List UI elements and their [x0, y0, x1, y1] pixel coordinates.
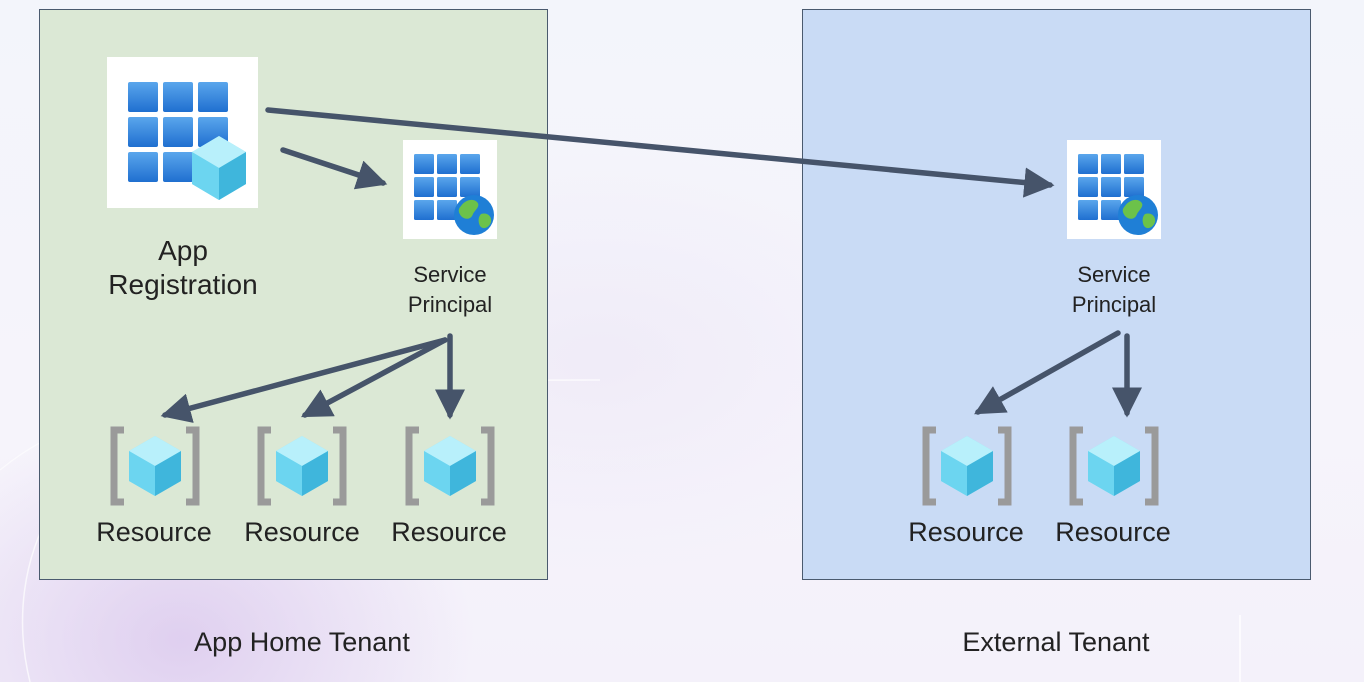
resource-label: Resource: [908, 517, 1024, 547]
external-service-principal-tile[interactable]: [1067, 140, 1161, 239]
resource-label: Resource: [391, 517, 507, 547]
resource-cube-icon[interactable]: [922, 426, 1012, 506]
arrow-app-to-external-sp: [265, 107, 1055, 198]
service-principal-icon: [414, 154, 494, 235]
app-registration-label: App Registration: [108, 235, 258, 300]
resource-label: Resource: [244, 517, 360, 547]
resource-label: Resource: [96, 517, 212, 547]
external-tenant-label: External Tenant: [962, 627, 1150, 657]
arrow-app-to-home-sp: [280, 147, 388, 190]
service-principal-icon: [1078, 154, 1158, 235]
app-registration-tile[interactable]: [107, 57, 258, 208]
home-service-principal-tile[interactable]: [403, 140, 497, 239]
arrow-home-sp-to-resource-2: [301, 337, 448, 418]
home-service-principal-label: Service Principal: [407, 262, 493, 317]
external-service-principal-label: Service Principal: [1071, 262, 1157, 317]
arrow-ext-sp-to-resource-1: [974, 330, 1121, 415]
resource-cube-icon[interactable]: [110, 426, 200, 506]
resource-cube-icon[interactable]: [1069, 426, 1159, 506]
app-registration-icon: [128, 82, 246, 200]
external-tenant-box: [802, 9, 1311, 580]
arrow-home-sp-to-resource-1: [160, 337, 448, 423]
resource-label: Resource: [1055, 517, 1171, 547]
home-tenant-label: App Home Tenant: [194, 627, 410, 657]
resource-cube-icon[interactable]: [405, 426, 495, 506]
resource-cube-icon[interactable]: [257, 426, 347, 506]
